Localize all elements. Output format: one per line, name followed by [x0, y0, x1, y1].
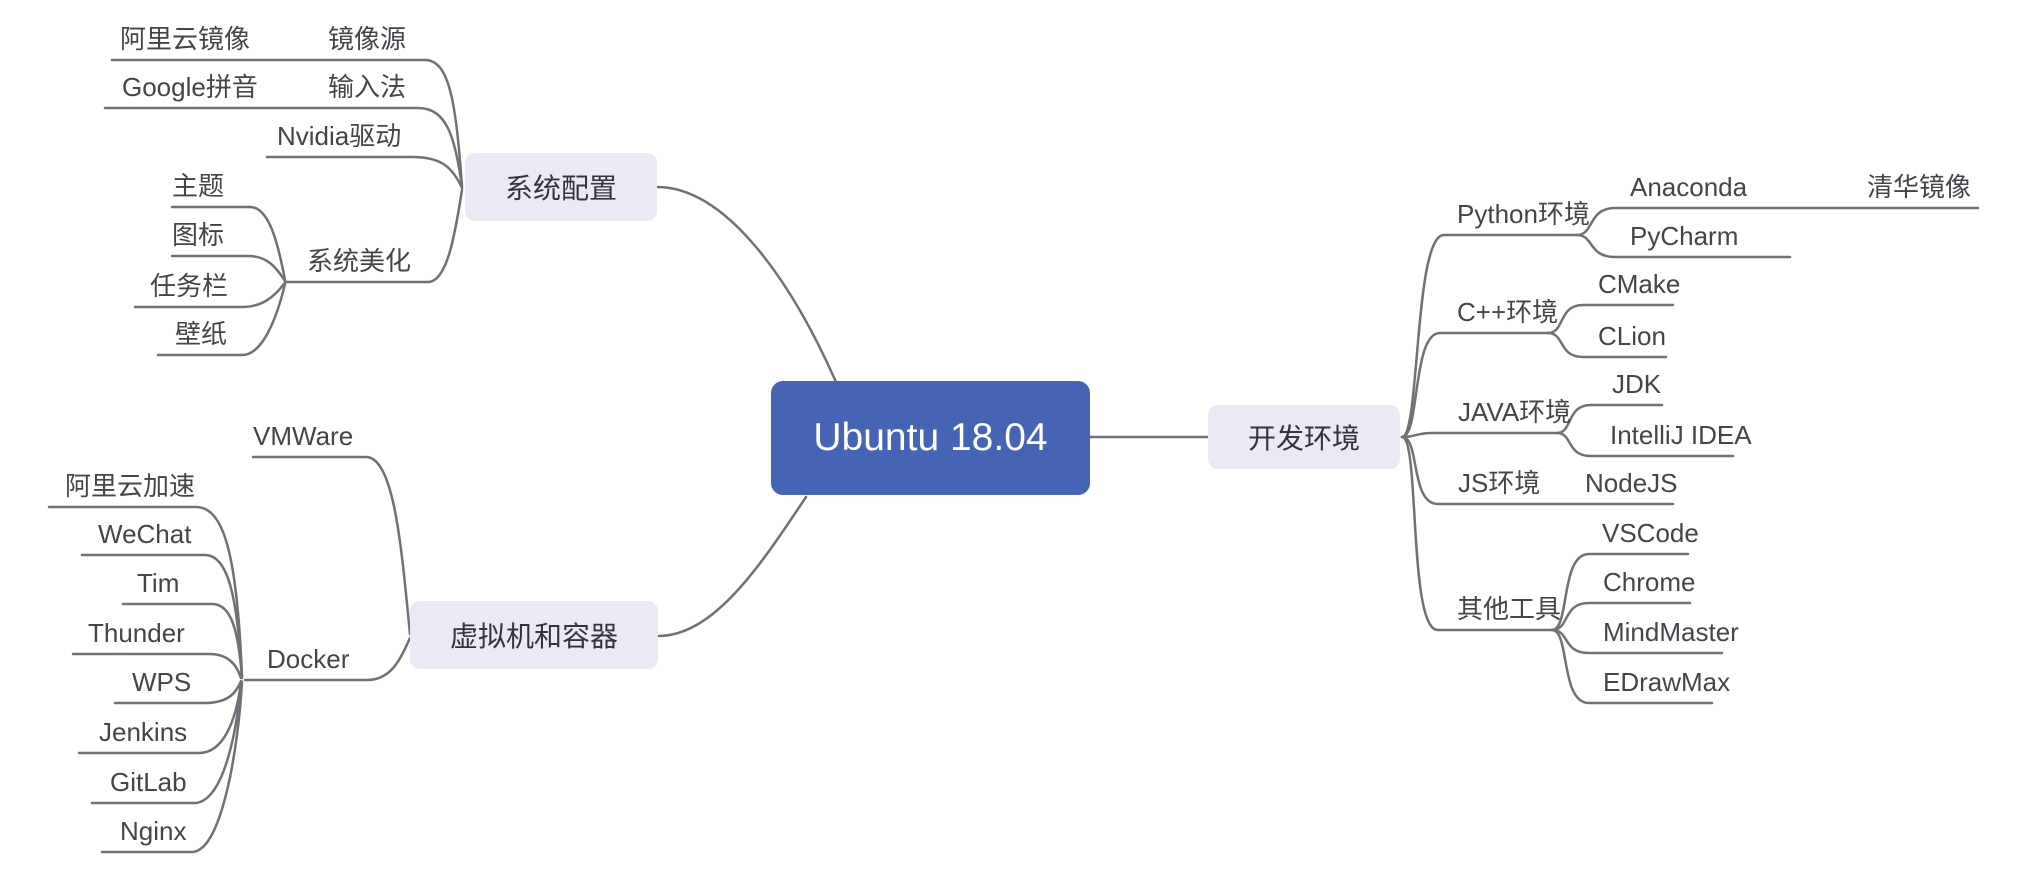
- connector-intellij: [1555, 431, 1735, 458]
- connector-vscode: [1550, 552, 1690, 632]
- connector-wps: [113, 679, 243, 705]
- node-icons[interactable]: 图标: [172, 220, 225, 250]
- node-java-env[interactable]: JAVA环境: [1458, 397, 1572, 427]
- connector-docker: [243, 636, 412, 682]
- connector-beautify: [283, 188, 464, 284]
- connector-other-branch: [1400, 435, 1554, 632]
- connector-input-method: [103, 106, 464, 189]
- connector-python-branch: [1400, 233, 1579, 439]
- node-anaconda[interactable]: Anaconda: [1630, 172, 1748, 202]
- connector-tim: [121, 602, 244, 680]
- node-docker[interactable]: Docker: [267, 644, 350, 674]
- node-tsinghua-mirror[interactable]: 清华镜像: [1867, 172, 1972, 202]
- node-system-beautify[interactable]: 系统美化: [307, 246, 412, 276]
- node-other-tools[interactable]: 其他工具: [1457, 594, 1562, 624]
- node-cmake[interactable]: CMake: [1598, 269, 1681, 299]
- node-nvidia-driver[interactable]: Nvidia驱动: [277, 121, 402, 151]
- node-jenkins[interactable]: Jenkins: [99, 717, 188, 747]
- connector-mirror-source: [110, 58, 464, 188]
- node-jdk[interactable]: JDK: [1612, 369, 1662, 399]
- connector-clion: [1546, 331, 1668, 359]
- connector-thunder: [71, 652, 243, 680]
- connector-theme: [170, 205, 287, 282]
- node-edrawmax[interactable]: EDrawMax: [1603, 667, 1731, 697]
- node-chrome[interactable]: Chrome: [1603, 567, 1696, 597]
- node-aliyun-mirror[interactable]: 阿里云镜像: [120, 24, 251, 54]
- node-mindmaster[interactable]: MindMaster: [1603, 617, 1739, 647]
- node-thunder[interactable]: Thunder: [88, 618, 185, 648]
- connector-vm-root: [656, 495, 808, 638]
- node-nginx[interactable]: Nginx: [120, 816, 187, 846]
- node-nodejs[interactable]: NodeJS: [1585, 468, 1678, 498]
- node-clion[interactable]: CLion: [1598, 321, 1666, 351]
- connector-edrawmax: [1550, 628, 1714, 705]
- connector-anaconda: [1575, 206, 1980, 237]
- connector-wallpaper: [156, 282, 287, 357]
- node-dev-environment[interactable]: 开发环境: [1208, 405, 1400, 469]
- node-pycharm[interactable]: PyCharm: [1630, 221, 1739, 251]
- connector-icons: [170, 254, 287, 283]
- node-taskbar[interactable]: 任务栏: [150, 271, 229, 301]
- connector-taskbar: [133, 282, 286, 309]
- node-system-config[interactable]: 系统配置: [465, 153, 657, 221]
- connector-cpp-branch: [1400, 331, 1550, 439]
- node-cpp-env[interactable]: C++环境: [1457, 297, 1559, 327]
- node-intellij-idea[interactable]: IntelliJ IDEA: [1610, 420, 1752, 450]
- node-wallpaper[interactable]: 壁纸: [175, 319, 228, 349]
- connector-mindmaster: [1550, 628, 1724, 655]
- node-root-ubuntu[interactable]: Ubuntu 18.04: [771, 381, 1090, 495]
- node-vmware[interactable]: VMWare: [253, 421, 354, 451]
- node-python-env[interactable]: Python环境: [1457, 199, 1590, 229]
- node-aliyun-accel[interactable]: 阿里云加速: [65, 471, 196, 501]
- node-wps[interactable]: WPS: [132, 667, 192, 697]
- node-js-env[interactable]: JS环境: [1458, 468, 1541, 498]
- node-vscode[interactable]: VSCode: [1602, 518, 1699, 548]
- node-tim[interactable]: Tim: [137, 568, 180, 598]
- node-theme[interactable]: 主题: [172, 171, 225, 201]
- connector-aliyun-accel: [47, 505, 244, 678]
- connector-nvidia: [265, 155, 464, 190]
- connector-sysconf-root: [655, 185, 838, 384]
- connector-java-branch: [1400, 431, 1559, 439]
- connector-nginx: [100, 680, 244, 854]
- connector-vmware: [251, 455, 412, 636]
- node-mirror-source[interactable]: 镜像源: [328, 24, 407, 54]
- connector-wechat: [80, 553, 244, 679]
- connector-chrome: [1550, 601, 1692, 632]
- node-input-method[interactable]: 输入法: [328, 72, 407, 102]
- node-vm-and-containers[interactable]: 虚拟机和容器: [410, 601, 658, 669]
- connector-js-branch: [1400, 435, 1675, 506]
- connector-gitlab: [90, 680, 243, 805]
- connector-cmake: [1546, 303, 1675, 335]
- node-gitlab[interactable]: GitLab: [110, 767, 187, 797]
- connector-pycharm: [1575, 233, 1792, 259]
- node-google-pinyin[interactable]: Google拼音: [122, 72, 258, 102]
- node-wechat[interactable]: WeChat: [98, 519, 192, 549]
- connector-jdk: [1555, 403, 1664, 435]
